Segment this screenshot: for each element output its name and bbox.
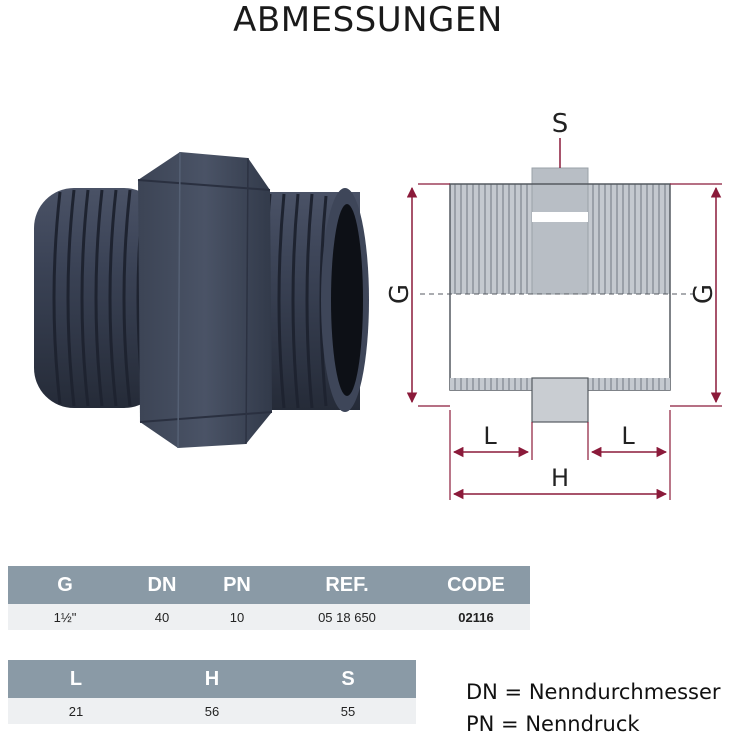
product-photo bbox=[34, 151, 369, 449]
legend-pn: PN = Nenndruck bbox=[466, 712, 640, 736]
spec-table-dimensions: L H S 21 56 55 bbox=[8, 660, 416, 724]
page-title: ABMESSUNGEN bbox=[233, 0, 503, 40]
label-s: S bbox=[552, 110, 569, 139]
label-l-right: L bbox=[621, 422, 635, 450]
legend-dn: DN = Nenndurchmesser bbox=[466, 680, 721, 704]
header-g: G bbox=[8, 566, 122, 604]
table-row: 21 56 55 bbox=[8, 698, 416, 724]
table-header-row: L H S bbox=[8, 660, 416, 698]
header-pn: PN bbox=[202, 566, 272, 604]
header-s: S bbox=[280, 660, 416, 698]
cell-code: 02116 bbox=[422, 604, 530, 630]
top-thread-left bbox=[450, 184, 534, 294]
cell-pn: 10 bbox=[202, 604, 272, 630]
spec-table-main: G DN PN REF. CODE 1½" 40 10 05 18 650 02… bbox=[8, 566, 530, 630]
label-g-left: G bbox=[385, 284, 415, 304]
table-header-row: G DN PN REF. CODE bbox=[8, 566, 530, 604]
header-l: L bbox=[8, 660, 144, 698]
header-code: CODE bbox=[422, 566, 530, 604]
bottom-thread-left bbox=[450, 378, 534, 390]
cell-l: 21 bbox=[8, 698, 144, 724]
label-h: H bbox=[551, 464, 569, 492]
cell-dn: 40 bbox=[122, 604, 202, 630]
table-row: 1½" 40 10 05 18 650 02116 bbox=[8, 604, 530, 630]
dimension-diagram: S G G L L H bbox=[385, 110, 722, 500]
header-dn: DN bbox=[122, 566, 202, 604]
cell-g: 1½" bbox=[8, 604, 122, 630]
label-g-right: G bbox=[689, 284, 719, 304]
cell-h: 56 bbox=[144, 698, 280, 724]
header-ref: REF. bbox=[272, 566, 422, 604]
top-thread-right bbox=[586, 184, 670, 294]
hex-section bbox=[531, 167, 589, 295]
cell-s: 55 bbox=[280, 698, 416, 724]
label-l-left: L bbox=[483, 422, 497, 450]
cell-ref: 05 18 650 bbox=[272, 604, 422, 630]
header-h: H bbox=[144, 660, 280, 698]
bottom-thread-right bbox=[586, 378, 670, 390]
